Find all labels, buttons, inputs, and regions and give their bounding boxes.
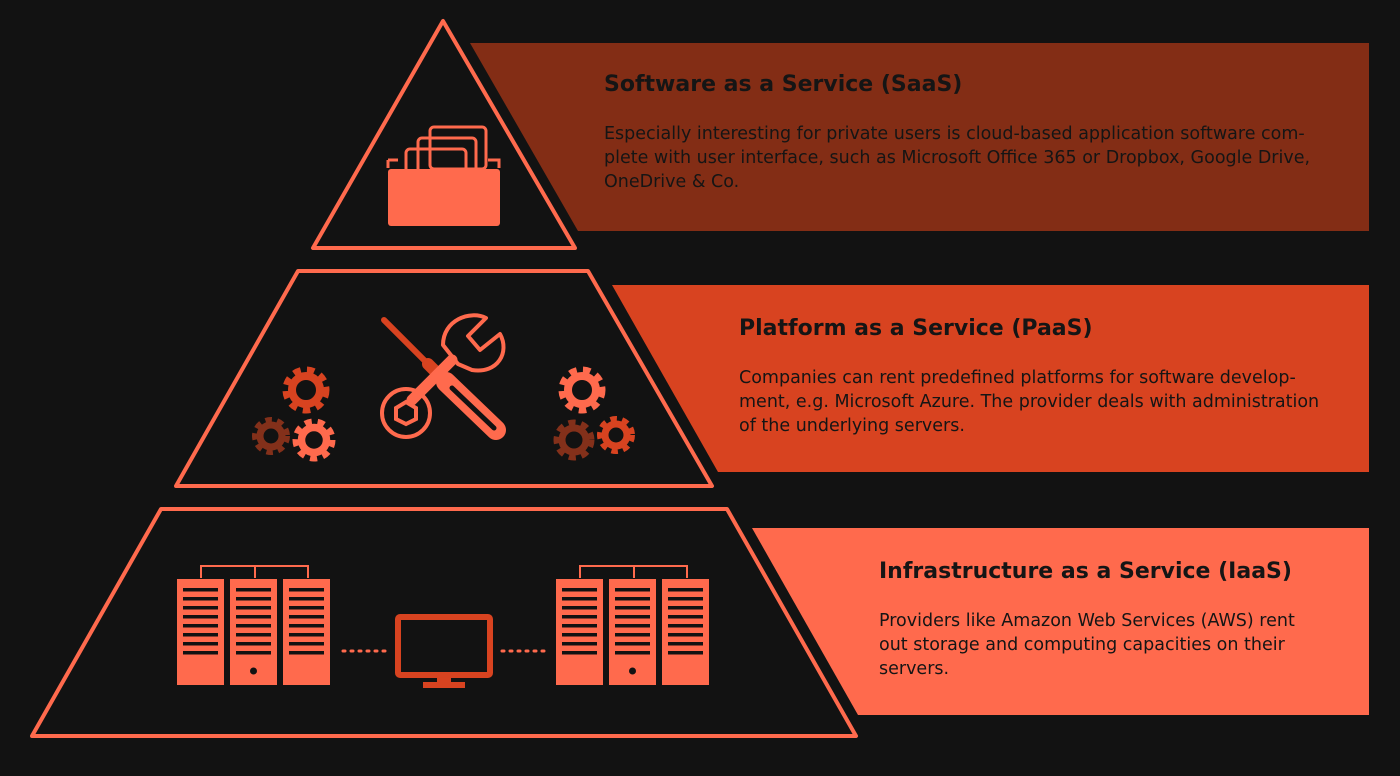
server-rack-icon-right bbox=[556, 565, 709, 685]
iaas-description: Providers like Amazon Web Services (AWS)… bbox=[879, 611, 1295, 679]
iaas-band bbox=[752, 528, 1369, 715]
saas-description: Especially interesting for private users… bbox=[604, 124, 1311, 192]
iaas-title: Infrastructure as a Service (IaaS) bbox=[879, 559, 1292, 584]
folder-icon bbox=[386, 125, 501, 226]
saas-title: Software as a Service (SaaS) bbox=[604, 72, 963, 97]
saas-band bbox=[470, 43, 1369, 231]
paas-description: Companies can rent predefined platforms … bbox=[739, 368, 1320, 436]
server-rack-icon-left bbox=[177, 565, 330, 685]
saas-text-block: Software as a Service (SaaS) Especially … bbox=[604, 72, 1344, 194]
paas-band bbox=[612, 285, 1369, 472]
iaas-pyramid-tier bbox=[30, 507, 858, 738]
saas-pyramid-tier bbox=[311, 19, 577, 250]
gears-icon-left bbox=[252, 366, 336, 462]
gears-icon-right bbox=[553, 366, 635, 461]
paas-text-block: Platform as a Service (PaaS) Companies c… bbox=[739, 316, 1339, 438]
monitor-icon bbox=[395, 614, 493, 688]
screwdriver-wrench-icon bbox=[380, 313, 506, 440]
iaas-text-block: Infrastructure as a Service (IaaS) Provi… bbox=[879, 559, 1329, 681]
paas-title: Platform as a Service (PaaS) bbox=[739, 316, 1093, 341]
